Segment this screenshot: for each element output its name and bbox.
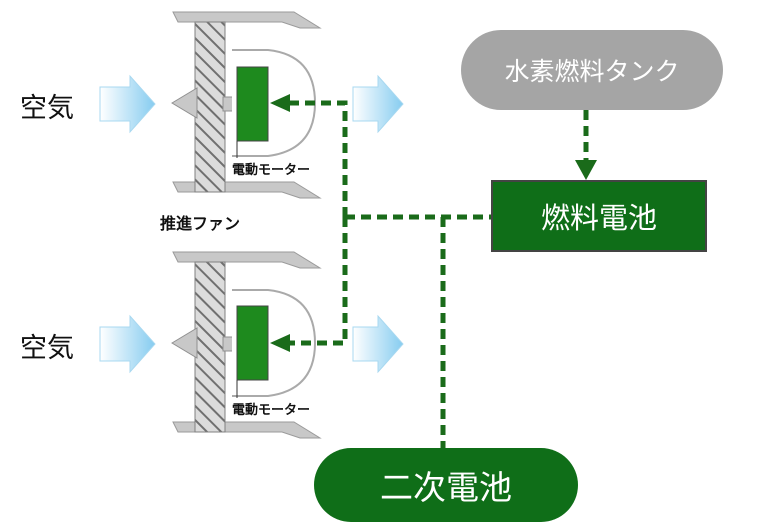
fan-blade-top: [171, 87, 198, 119]
arrowhead-motor-bottom: [270, 334, 290, 352]
arrowhead-motor-top: [270, 94, 290, 112]
air-inlet-arrow-top: [99, 74, 156, 134]
fuel-cell-node: 燃料電池: [491, 180, 707, 252]
air-outlet-arrow-top: [352, 74, 404, 134]
power-line-top: [288, 100, 348, 217]
air-inlet-arrow-bottom: [99, 314, 156, 374]
secondary-battery-node: 二次電池: [314, 448, 578, 522]
air-label-top: 空気: [20, 93, 74, 124]
fan-shroud-top: [172, 11, 322, 29]
air-label-bottom: 空気: [20, 333, 74, 364]
motor-label-top: 電動モーター: [232, 163, 311, 178]
air-outlet-arrow-bottom: [352, 314, 404, 374]
power-lines: [288, 100, 589, 450]
hatched-wall-bottom: [194, 261, 226, 433]
hydrogen-tank-node: 水素燃料タンク: [461, 30, 723, 110]
propulsion-fan-label: 推進ファン: [160, 214, 241, 233]
hatched-wall-top: [194, 21, 226, 193]
arrowhead-fuel-cell: [575, 160, 597, 180]
fan-shroud-bottom: [172, 251, 322, 269]
electric-motor-top: [236, 66, 269, 142]
motor-label-bottom: 電動モーター: [232, 403, 311, 418]
power-line-bottom: [288, 217, 348, 346]
electric-motor-bottom: [236, 305, 269, 381]
fan-blade-bottom: [171, 327, 198, 359]
